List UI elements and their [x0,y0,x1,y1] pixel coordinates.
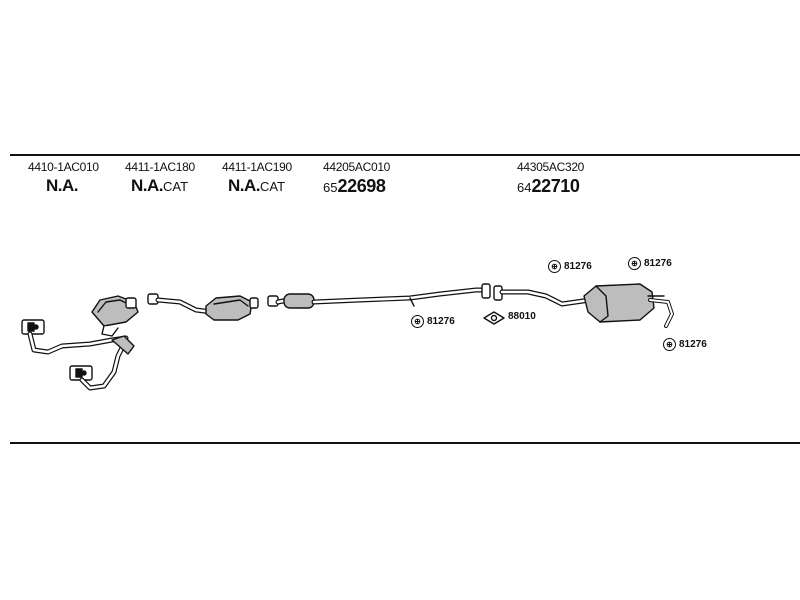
part-description: N.A.CAT [228,176,286,195]
hanger-callout: ⊕81276 [663,338,707,351]
part-number: 4411-1AC190 [222,160,292,174]
column-catalyst-2: 4411-1AC190 N.A.CAT [222,160,292,196]
part-description: N.A. [46,176,79,195]
column-rear-muffler: 44305AC320 6422710 [517,160,584,197]
front-pipe-drawing [21,319,135,391]
hanger-callout: ⊕81276 [548,260,592,273]
part-description: 6522698 [323,176,386,196]
hanger-icon: ⊕ [628,257,641,270]
part-number: 4411-1AC180 [125,160,195,174]
catalyst-1-drawing [91,295,139,337]
hanger-icon: ⊕ [548,260,561,273]
gasket-icon [483,311,505,325]
part-description: N.A.CAT [131,176,189,195]
part-number: 44205AC010 [323,160,391,174]
column-catalyst-1: 4411-1AC180 N.A.CAT [125,160,195,196]
hanger-icon: ⊕ [663,338,676,351]
part-number: 44305AC320 [517,160,585,174]
gasket-callout: 88010 [508,311,536,322]
part-number: 4410-1AC010 [28,160,99,174]
column-front-pipe: 4410-1AC010 N.A. [28,160,99,196]
hanger-callout: ⊕81276 [628,257,672,270]
hanger-callout: ⊕81276 [411,315,455,328]
center-pipe-drawing [267,283,491,309]
column-center-pipe: 44205AC010 6522698 [323,160,390,197]
top-rule [10,154,800,156]
hanger-icon: ⊕ [411,315,424,328]
bottom-rule [10,442,800,444]
rear-muffler-drawing [493,283,674,328]
catalyst-2-drawing [147,293,259,321]
part-description: 6422710 [517,176,580,196]
